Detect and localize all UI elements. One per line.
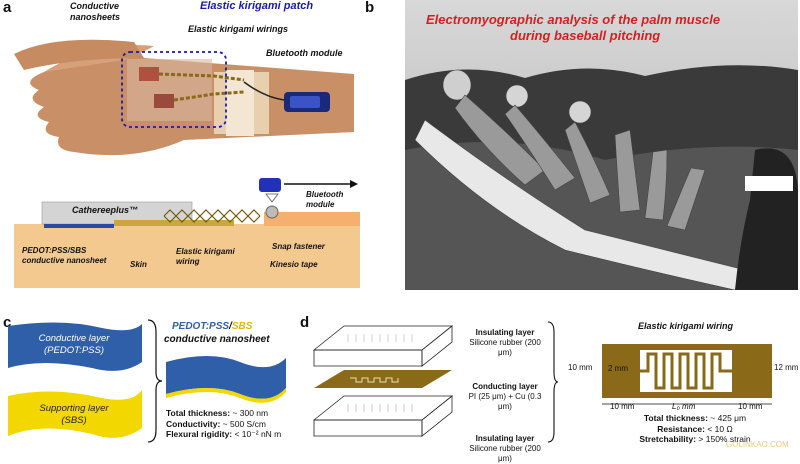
panel-b-title-2: during baseball pitching <box>510 28 661 43</box>
heading-slash: / <box>229 321 232 332</box>
dim-left-height: 10 mm <box>568 363 593 372</box>
panel-d-label: d <box>300 314 310 331</box>
panel-c-heading: PEDOT:PSS/SBS <box>172 321 252 332</box>
panel-c-layers <box>8 322 142 438</box>
panel-a-photo <box>14 12 356 160</box>
dim-right-len: 10 mm <box>738 402 763 411</box>
panel-c-brace <box>147 319 163 443</box>
panel-c-heading-2: conductive nanosheet <box>164 334 270 345</box>
label-pedot-nanosheet: PEDOT:PSS/SBS conductive nanosheet <box>22 246 107 265</box>
panel-d-wiring <box>602 344 772 405</box>
panel-a-schematic <box>14 178 360 288</box>
callout-kirigami-patch: Elastic kirigami patch <box>200 0 314 12</box>
label-snap-fastener: Snap fastener <box>272 242 325 251</box>
panel-b-label: b <box>365 0 375 16</box>
panel-d-props: Total thickness: ~ 425 μm Resistance: < … <box>620 413 770 445</box>
dim-right-height: 12 mm <box>774 363 799 372</box>
dim-left-len: 10 mm <box>610 402 635 411</box>
dim-inner: 2 mm <box>608 364 628 373</box>
label-cathereeplus: Cathereeplus™ <box>72 205 139 215</box>
panel-a-label: a <box>3 0 12 16</box>
label-kinesio-tape: Kinesio tape <box>270 260 318 269</box>
label-kirigami-wiring: Elastic kirigami wiring <box>176 247 235 266</box>
panel-c-label: c <box>3 314 12 331</box>
panel-d-stack <box>312 325 454 437</box>
heading-sbs: SBS <box>231 321 253 332</box>
heading-pedot: PEDOT:PSS <box>172 321 230 332</box>
prop-conductivity: Conductivity: ~ 500 S/cm <box>166 418 266 429</box>
panel-c-props: Total thickness: ~ 300 nm Conductivity: … <box>166 408 281 440</box>
prop-total-thickness: Total thickness: ~ 300 nm <box>166 408 269 418</box>
panel-b-photo <box>405 0 798 290</box>
dim-mid-len: L₀ mm <box>672 402 696 411</box>
prop-flexural-rigidity: Flexural rigidity: < 10⁻² nN m <box>166 429 282 439</box>
label-bluetooth-schematic: Bluetooth module <box>306 190 344 209</box>
prop-stretchability: Stretchability: > 150% strain <box>639 434 751 444</box>
prop-wiring-thickness: Total thickness: ~ 425 μm <box>643 413 747 423</box>
panel-b-title-1: Electromyographic analysis of the palm m… <box>426 12 721 27</box>
prop-resistance: Resistance: < 10 Ω <box>657 423 733 434</box>
conductive-layer-label: Conductive layer (PEDOT:PSS) <box>38 333 110 356</box>
label-skin: Skin <box>130 260 147 269</box>
supporting-layer-label: Supporting layer (SBS) <box>39 403 109 426</box>
watermark: GOLINKAO.COM <box>726 440 789 449</box>
callout-bluetooth-module: Bluetooth module <box>266 48 343 58</box>
panel-c-nanosheet <box>166 356 286 403</box>
panel-d-brace <box>547 321 559 443</box>
wiring-title: Elastic kirigami wiring <box>638 321 734 331</box>
callout-conductive-nanosheets: Conductive nanosheets <box>70 1 121 22</box>
callout-kirigami-wirings: Elastic kirigami wirings <box>188 24 289 34</box>
